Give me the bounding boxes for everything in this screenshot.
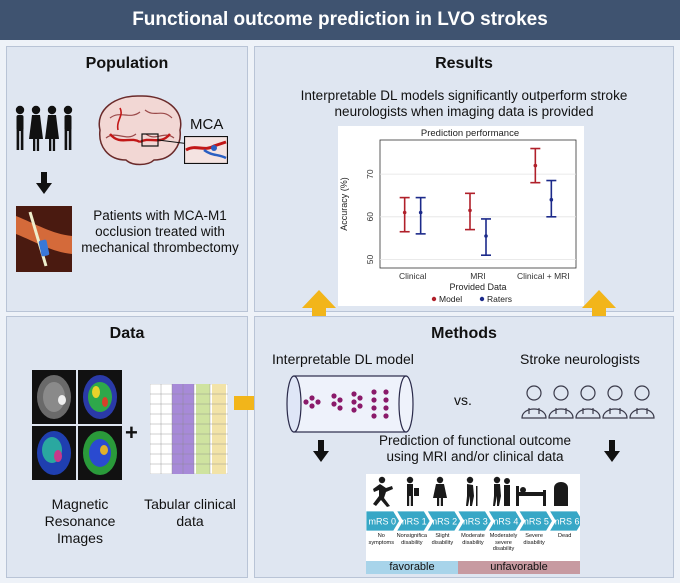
methods-heading: Methods — [431, 325, 497, 342]
legend-marker — [479, 296, 485, 302]
up-arrow-icon-right — [582, 290, 616, 330]
down-arrow-icon-model — [313, 440, 329, 462]
mrs-step-arrow — [366, 510, 401, 532]
doctors-icon — [521, 385, 655, 419]
title-bar: Functional outcome prediction in LVO str… — [0, 0, 680, 40]
tabular-label: Tabular clinical data — [144, 496, 236, 529]
results-heading: Results — [435, 55, 493, 72]
mean-point — [533, 163, 538, 168]
mrs-description: Moderately severe disability — [489, 533, 518, 553]
up-arrow-icon-left — [302, 290, 336, 330]
x-tick-label: Clinical — [399, 271, 427, 281]
data-heading: Data — [109, 325, 145, 342]
tabular-data-image — [150, 384, 228, 474]
mrs-description: Dead — [557, 533, 572, 539]
mrs-step-arrow — [518, 510, 553, 532]
neurologists-label: Stroke neurologists — [520, 351, 640, 367]
plot-area — [379, 139, 577, 269]
mrs-step-arrow — [487, 510, 523, 532]
model-label: Interpretable DL model — [272, 351, 414, 367]
mca-inset — [184, 136, 228, 164]
favorable-bar: favorable — [366, 561, 458, 574]
vs-label: vs. — [454, 392, 472, 408]
legend-marker — [431, 296, 437, 302]
y-tick-label: 60 — [365, 212, 375, 222]
mrs-step-label: mRS 2 — [430, 517, 458, 527]
chart-title: Prediction performance — [421, 128, 519, 139]
mca-label: MCA — [190, 116, 224, 133]
mri-images — [32, 370, 122, 480]
unfavorable-bar: unfavorable — [458, 561, 580, 574]
brain-mca-illustration — [98, 95, 190, 166]
y-tick-label: 70 — [365, 169, 375, 179]
mrs-step-arrow — [457, 510, 492, 532]
mrs-step-arrow — [548, 510, 580, 532]
mrs-description: No symptoms — [368, 533, 395, 546]
prediction-text: Prediction of functional outcome using M… — [378, 433, 572, 464]
mrs-descriptions: No symptomsNonsignificant disabilitySlig… — [366, 533, 580, 561]
mean-point — [484, 234, 488, 238]
legend-label: Raters — [487, 294, 512, 304]
mrs-description: Severe disability — [523, 533, 545, 546]
patients-text: Patients with MCA-M1 occlusion treated w… — [81, 208, 239, 255]
mrs-description: Moderate disability — [461, 533, 485, 546]
dl-model-icon — [286, 375, 414, 433]
mrs-description: Slight disability — [431, 533, 454, 546]
mean-point — [418, 210, 423, 215]
mrs-step-arrow — [395, 510, 431, 532]
mrs-step-label: mRS 5 — [521, 517, 549, 527]
x-tick-label: Clinical + MRI — [517, 271, 570, 281]
mrs-step-label: mRS 1 — [399, 517, 427, 527]
plus-sign: + — [125, 420, 138, 445]
unfavorable-label: unfavorable — [490, 561, 548, 573]
mri-label: Magnetic Resonance Images — [44, 496, 116, 546]
x-tick-label: MRI — [470, 271, 486, 281]
mrs-step-label: mRS 0 — [369, 517, 397, 527]
mrs-figures — [373, 476, 568, 507]
thrombectomy-image — [16, 206, 72, 272]
mrs-step-label: mRS 3 — [460, 517, 488, 527]
favorable-label: favorable — [389, 561, 435, 573]
mrs-step-arrow — [426, 510, 462, 532]
legend-label: Model — [439, 294, 462, 304]
results-statement: Interpretable DL models significantly ou… — [300, 88, 628, 119]
mean-point — [468, 208, 472, 213]
mrs-step-label: mRS 6 — [552, 517, 580, 527]
page-title: Functional outcome prediction in LVO str… — [132, 9, 548, 30]
y-axis-label: Accuracy (%) — [339, 177, 349, 231]
mean-point — [402, 210, 407, 215]
mean-point — [549, 197, 554, 202]
y-tick-label: 50 — [365, 254, 375, 264]
down-arrow-icon-neurologists — [604, 440, 620, 462]
down-arrow-icon — [36, 172, 52, 194]
x-axis-label: Provided Data — [449, 282, 506, 292]
population-heading: Population — [85, 55, 169, 72]
mrs-description: Nonsignificant disability — [396, 533, 428, 546]
people-icon — [15, 105, 73, 151]
mrs-step-label: mRS 4 — [491, 517, 519, 527]
